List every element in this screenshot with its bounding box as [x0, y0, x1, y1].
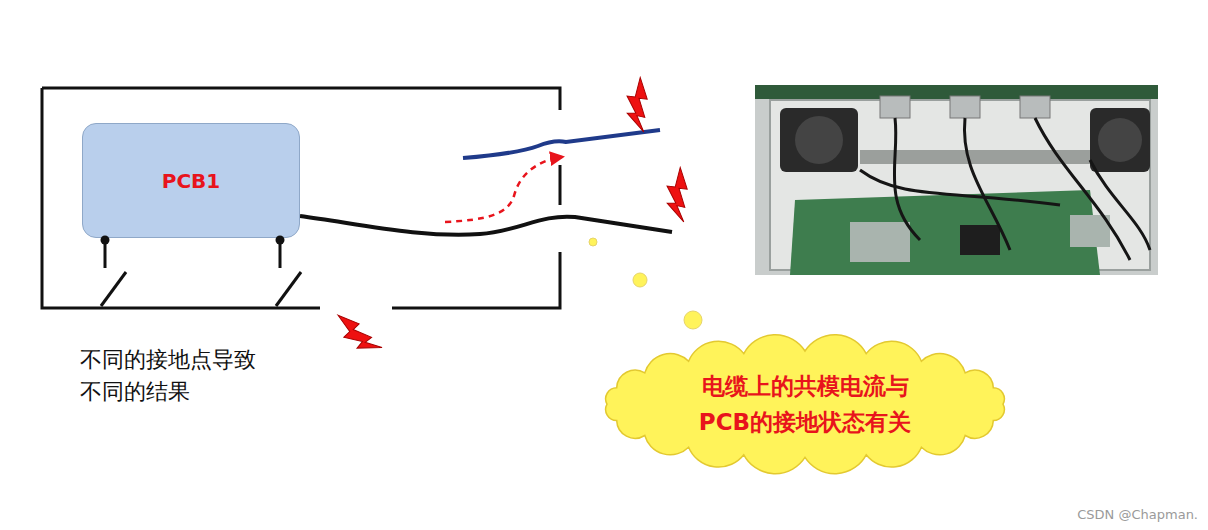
- thought-cloud: 电缆上的共模电流与 PCB的接地状态有关: [598, 342, 1012, 466]
- lightning-bolt: [333, 304, 382, 361]
- lightning-bolt: [657, 165, 700, 222]
- equipment-photo: [755, 85, 1158, 275]
- pcb-board: PCB1: [82, 123, 300, 238]
- thought-bubbles: [589, 238, 702, 329]
- fan-blade: [795, 116, 843, 164]
- lightning-bolt: [657, 165, 700, 222]
- black-cable: [300, 216, 672, 235]
- cable: [894, 118, 920, 240]
- ground-wire: [104, 240, 107, 268]
- thought-bubble: [684, 311, 702, 329]
- lightning-bolt: [333, 304, 382, 361]
- switch-blade: [276, 272, 301, 306]
- caption-note: 不同的接地点导致 不同的结果: [80, 344, 280, 408]
- cable: [860, 170, 1060, 205]
- heatsink: [850, 222, 910, 262]
- enclosure-wall: [392, 252, 560, 308]
- connector: [1020, 96, 1050, 118]
- fan-blade: [1098, 118, 1142, 162]
- cloud-outline: [598, 342, 1012, 466]
- thought-bubble: [633, 273, 647, 287]
- connector: [880, 96, 910, 118]
- chip: [960, 225, 1000, 255]
- cable: [1090, 160, 1150, 250]
- photo-frame: [755, 85, 1158, 275]
- enclosure-wall: [559, 165, 562, 205]
- lightning-bolt: [617, 75, 660, 132]
- enclosure-wall: [42, 88, 560, 110]
- cable-bundle: [860, 118, 1150, 260]
- connector: [950, 96, 980, 118]
- switch-blade: [101, 272, 126, 306]
- watermark: CSDN @Chapman.: [1077, 507, 1198, 522]
- fan: [780, 108, 858, 172]
- heatsink: [1070, 215, 1110, 247]
- fan: [1090, 108, 1150, 172]
- callout-text: 电缆上的共模电流与 PCB的接地状态有关: [690, 368, 920, 440]
- board-label: PCB1: [162, 169, 221, 193]
- enclosure-wall: [42, 88, 320, 308]
- cable: [964, 118, 1010, 250]
- cloud-shape: [606, 335, 1005, 474]
- cable: [1035, 118, 1130, 260]
- ground-wire: [279, 240, 282, 268]
- lightning-bolt: [617, 75, 660, 132]
- ground-switch: [101, 240, 301, 306]
- blue-cable: [463, 130, 660, 158]
- coupling-arrow: [445, 157, 562, 222]
- thought-bubble: [589, 238, 597, 246]
- enclosure-outline: [42, 88, 560, 308]
